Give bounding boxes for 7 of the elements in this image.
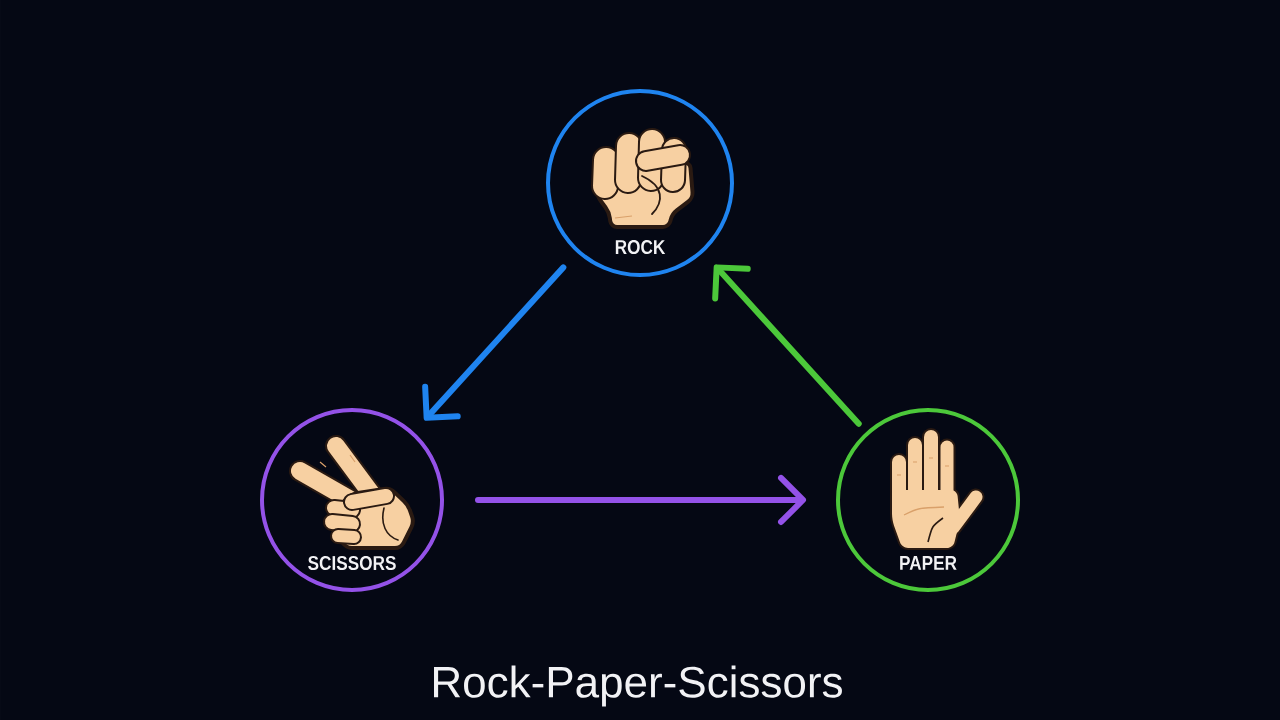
circle-node: ROCK <box>546 89 734 277</box>
arrow <box>475 475 806 525</box>
arrow <box>712 264 862 427</box>
title: Rock-Paper-Scissors <box>434 665 842 707</box>
circle-node: PAPER <box>836 408 1020 592</box>
circle-node: SCISSORS <box>260 408 444 592</box>
arrow <box>422 264 567 421</box>
